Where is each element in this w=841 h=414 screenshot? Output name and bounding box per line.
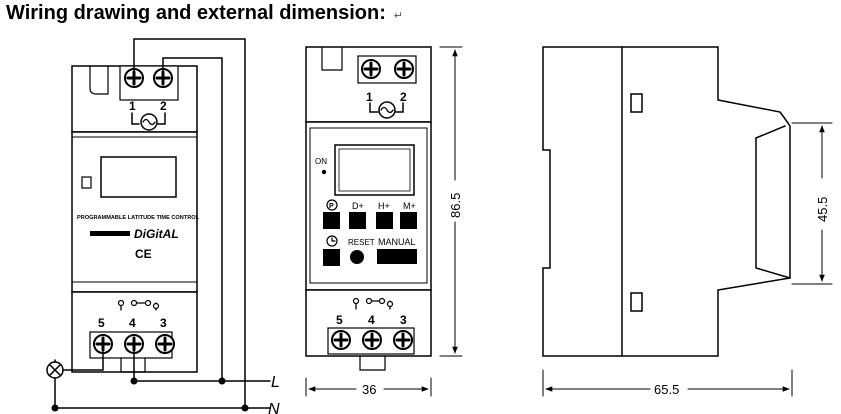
neutral-label: N [268,401,280,414]
junction-dots [51,377,249,412]
key-label: M+ [403,201,416,211]
terminal-label: 3 [160,316,167,330]
lamp-icon [46,361,64,379]
terminal-screw-icon [123,67,145,89]
terminal-label: 2 [160,99,167,113]
side-height-dimension-label: 45.5 [815,197,830,222]
ce-mark: CE [135,247,152,261]
led-indicator [81,176,92,189]
terminal-label: 1 [366,90,373,104]
terminal-label: 1 [129,99,136,113]
terminal-screw-icon [152,67,174,89]
page-title: Wiring drawing and external dimension: ↵ [6,2,403,25]
on-label: ON [315,157,327,166]
terminal-screw-icon [123,333,145,355]
lcd-display [334,144,415,196]
hour-plus-button[interactable] [376,212,393,229]
height-dimension [439,46,463,357]
clock-button[interactable] [323,249,340,266]
key-label: H+ [378,201,390,211]
lcd-display [100,156,177,198]
day-plus-button[interactable] [349,212,366,229]
terminal-screw-icon [392,329,414,351]
key-label: P [329,203,334,210]
manual-label: MANUAL [378,237,416,247]
terminal-screw-icon [92,333,114,355]
width-dimension [305,377,432,397]
paragraph-mark: ↵ [393,10,404,22]
program-key-icon [326,199,338,211]
side-device [542,46,791,357]
key-label: D+ [352,201,364,211]
terminal-screw-icon [393,58,415,80]
manual-button[interactable] [377,249,417,264]
terminal-label: 5 [98,316,105,330]
line-label: L [271,374,280,391]
width-dimension-label: 36 [362,382,376,397]
terminal-screw-icon [361,329,383,351]
minute-plus-button[interactable] [400,212,417,229]
left-device: 1 2 PROGRAMMABLE LATITUDE TIME CONTROL D… [71,65,200,373]
terminal-label: 5 [336,313,343,327]
terminal-label: 3 [400,313,407,327]
reset-button[interactable] [350,250,364,264]
program-button[interactable] [323,212,340,229]
terminal-screw-icon [154,333,176,355]
title-text: Wiring drawing and external dimension: [6,2,386,24]
terminal-label: 4 [129,316,136,330]
side-height-dimension [791,122,833,285]
product-label: PROGRAMMABLE LATITUDE TIME CONTROL [77,215,200,221]
depth-dimension [542,369,793,397]
height-dimension-label: 86.5 [448,193,463,218]
terminal-screw-icon [330,329,352,351]
on-led-icon [321,169,327,175]
reset-label: RESET [348,238,375,247]
brand-label: DiGitAL [134,227,179,241]
terminal-label: 2 [400,90,407,104]
terminal-label: 4 [368,313,375,327]
terminal-screw-icon [360,58,382,80]
depth-dimension-label: 65.5 [654,382,679,397]
front-device: 1 2 ON P D+ H+ M+ RESET MANUAL [305,46,432,371]
